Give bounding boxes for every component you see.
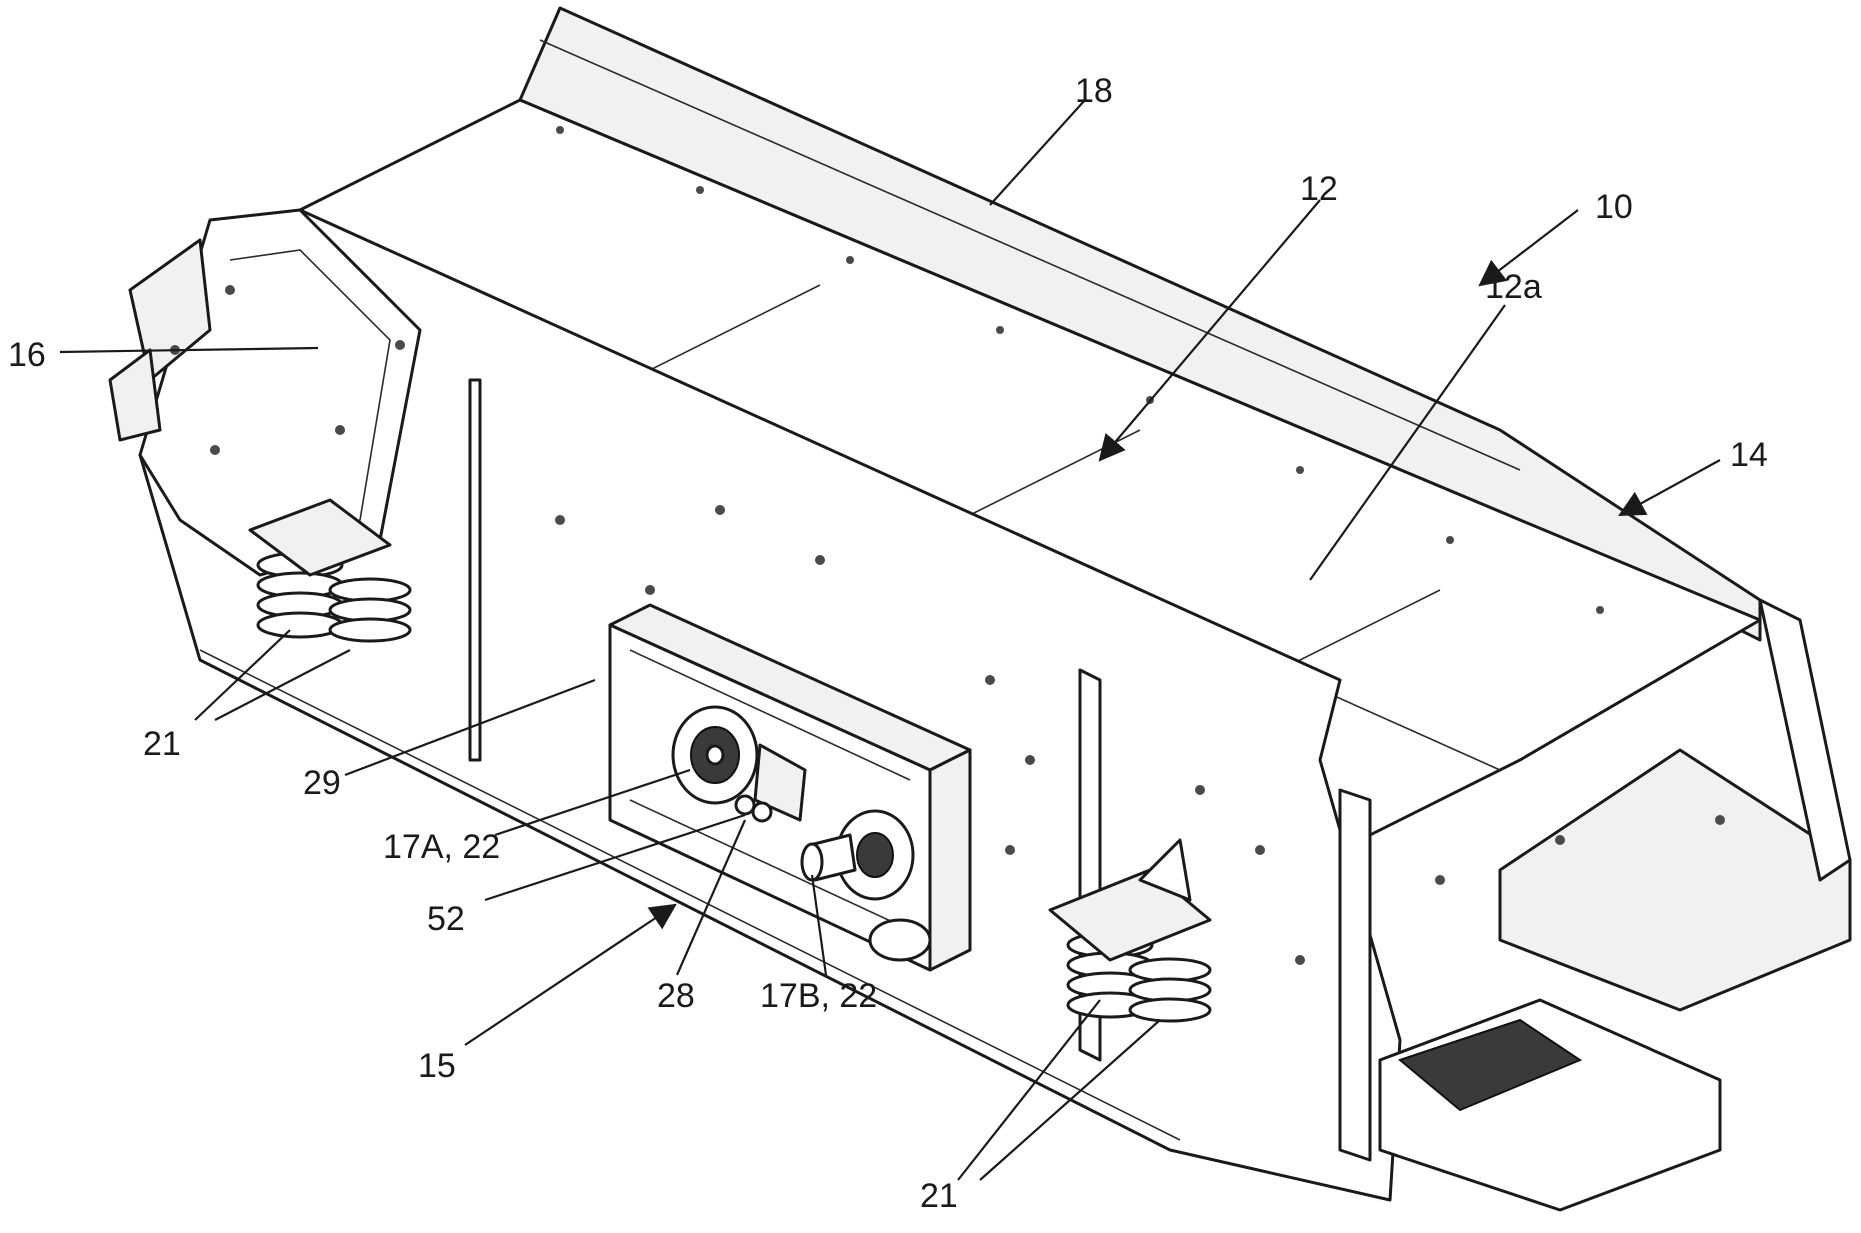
label-52: 52	[427, 900, 465, 938]
label-17a-22: 17A, 22	[383, 828, 500, 866]
label-29: 29	[303, 764, 341, 802]
label-18: 18	[1075, 72, 1113, 110]
label-12a: 12a	[1485, 268, 1542, 306]
discharge-end	[1500, 750, 1850, 1010]
label-16: 16	[8, 336, 46, 374]
label-15: 15	[418, 1047, 456, 1085]
label-10: 10	[1595, 188, 1633, 226]
label-28: 28	[657, 977, 695, 1015]
label-14: 14	[1730, 436, 1768, 474]
label-12: 12	[1300, 170, 1338, 208]
label-21-right: 21	[920, 1177, 958, 1215]
label-21-left: 21	[143, 725, 181, 763]
label-17b-22: 17B, 22	[760, 977, 877, 1015]
